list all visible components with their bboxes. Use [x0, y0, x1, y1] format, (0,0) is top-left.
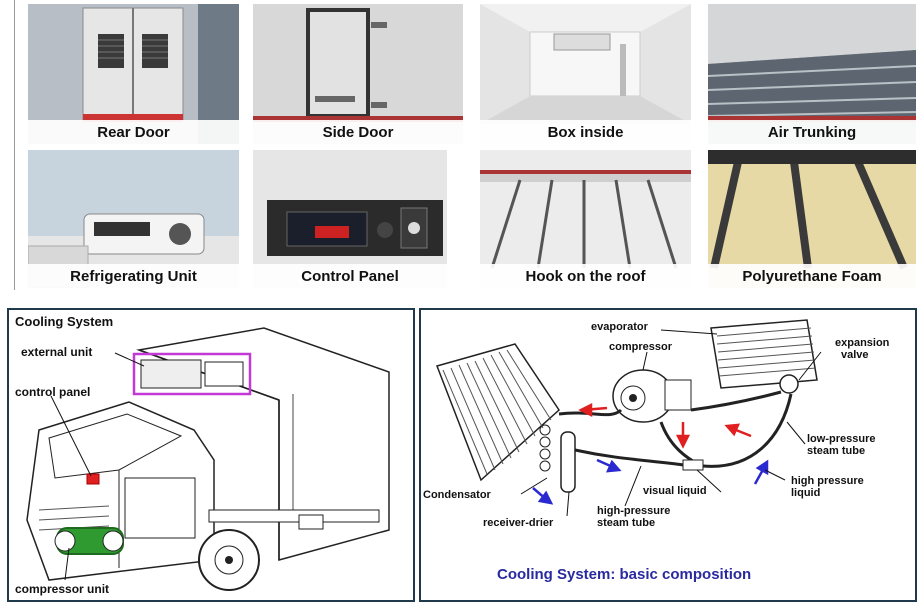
label-receiver-drier: receiver-drier: [483, 517, 554, 529]
label-visual-liquid: visual liquid: [643, 485, 707, 497]
tile-air-trunking: Air Trunking: [708, 4, 916, 144]
tile-rear-door: Rear Door: [28, 4, 239, 144]
label-low-pressure-1: low-pressure: [807, 433, 876, 445]
label-high-pressure-liquid-2: liquid: [791, 487, 821, 499]
label-external-unit: external unit: [21, 345, 93, 359]
tile-control-panel: Control Panel: [253, 150, 447, 288]
truck-drawing: [26, 327, 390, 591]
system-drawing: [436, 319, 822, 517]
tile-box-inside: Box inside: [480, 4, 691, 144]
tile-caption: Control Panel: [253, 264, 447, 288]
system-diagram-title: Cooling System: basic composition: [497, 566, 752, 583]
tile-hook-roof: Hook on the roof: [480, 150, 691, 288]
label-high-pressure-steam-2: steam tube: [597, 517, 656, 529]
label-expansion-valve-2: valve: [841, 349, 869, 361]
label-compressor-unit: compressor unit: [15, 582, 110, 596]
label-condensator: Condensator: [423, 489, 491, 501]
tile-caption: Rear Door: [28, 120, 239, 144]
tile-side-door: Side Door: [253, 4, 463, 144]
tile-caption: Refrigerating Unit: [28, 264, 239, 288]
label-control-panel: control panel: [15, 385, 91, 399]
truck-diagram-panel: Cooling System external unit control pan…: [7, 308, 415, 602]
tile-caption: Polyurethane Foam: [708, 264, 916, 288]
label-high-pressure-steam-1: high-pressure: [597, 505, 671, 517]
tile-caption: Side Door: [253, 120, 463, 144]
label-evaporator: evaporator: [591, 321, 648, 333]
label-high-pressure-liquid-1: high pressure: [791, 475, 864, 487]
truck-diagram-title: Cooling System: [15, 314, 114, 329]
label-compressor: compressor: [609, 341, 672, 353]
tile-caption: Box inside: [480, 120, 691, 144]
photo-grid: Rear Door Side Door Box inside: [0, 0, 921, 292]
system-diagram-panel: evaporator compressor expansion valve lo…: [419, 308, 917, 602]
tile-refrigerating-unit: Refrigerating Unit: [28, 150, 239, 288]
label-expansion-valve-1: expansion: [835, 337, 890, 349]
grid-divider: [14, 0, 15, 290]
label-low-pressure-2: steam tube: [807, 445, 866, 457]
tile-polyurethane-foam: Polyurethane Foam: [708, 150, 916, 288]
tile-caption: Air Trunking: [708, 120, 916, 144]
tile-caption: Hook on the roof: [480, 264, 691, 288]
